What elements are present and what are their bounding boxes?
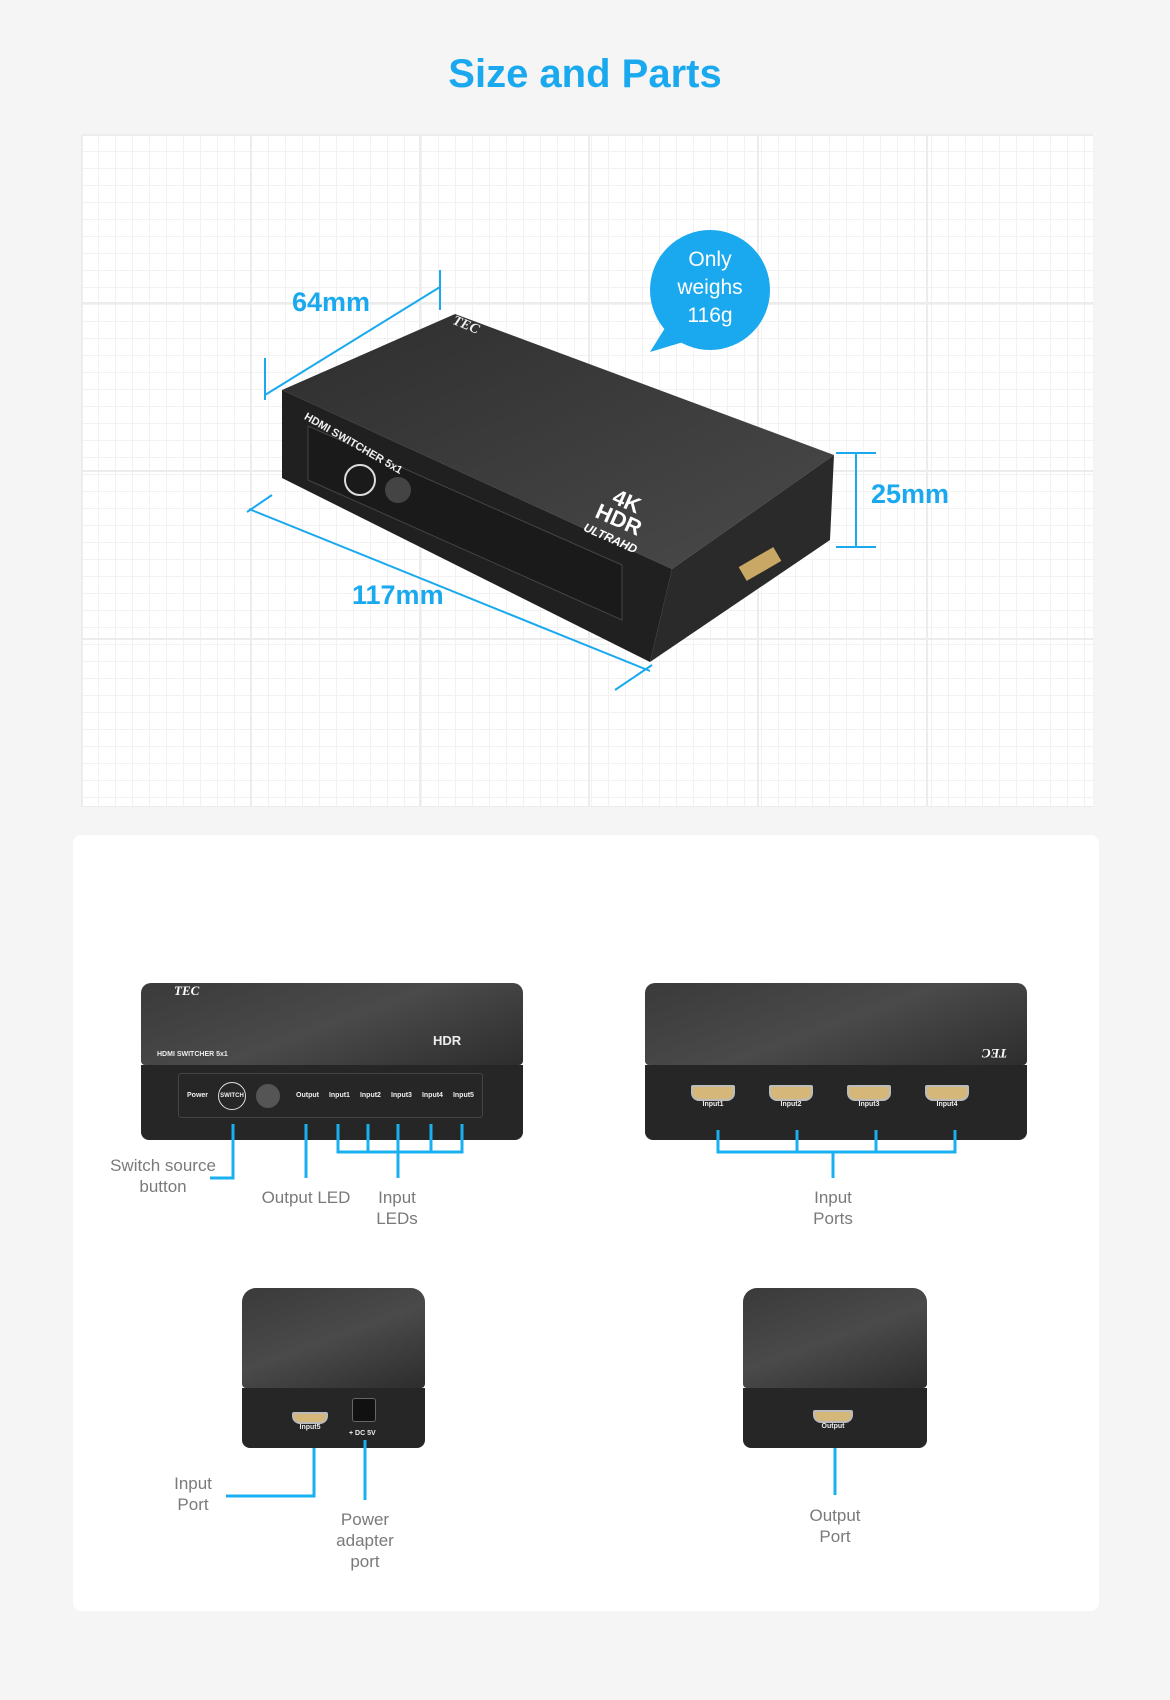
device-side: [650, 455, 834, 662]
back-view-face: Input1 Input2 Input3 Input4: [645, 1065, 1027, 1140]
weight-bubble: [650, 230, 770, 350]
callout-input-ports: Input Ports: [813, 1188, 853, 1228]
hdmi-port-icon: [847, 1085, 891, 1101]
device-3d-illustration: [246, 230, 876, 691]
weight-line-2: weighs: [677, 276, 743, 299]
led-input5: Input5: [452, 1092, 474, 1099]
parts-card: [73, 835, 1099, 1611]
output-view-top: [743, 1288, 927, 1388]
callout-output-led: Output LED: [261, 1188, 351, 1207]
weight-text: Only weighs 116g: [650, 246, 770, 330]
callout-input-leds: Input LEDs: [376, 1188, 418, 1228]
led-input1: Input1: [328, 1092, 350, 1099]
hdr-badge: HDR: [433, 1033, 462, 1048]
callout-input-port: Input Port: [174, 1474, 212, 1514]
led-input2: Input2: [359, 1092, 381, 1099]
hdmi-port-icon: [769, 1085, 813, 1101]
width-label: 64mm: [292, 287, 371, 317]
weight-line-1: Only: [688, 248, 732, 271]
front-panel: Power SWITCH Output Input1 Input2 Input3…: [178, 1073, 483, 1118]
back-ports: Input1 Input2 Input3 Input4: [691, 1085, 969, 1108]
callout-switch-button: Switch source button: [110, 1156, 216, 1196]
hdmi-port-icon: [691, 1085, 735, 1101]
switch-button: [344, 464, 376, 496]
dc-jack: [352, 1398, 376, 1422]
port-input1: Input1: [702, 1101, 724, 1108]
port-output: Output: [821, 1423, 845, 1430]
dimension-lines: [246, 270, 876, 691]
model-label: HDMI SWITCHER 5x1: [157, 1051, 228, 1058]
front-view-top: TEC HDMI SWITCHER 5x1 HDR: [141, 983, 523, 1065]
length-label: 117mm: [352, 580, 444, 610]
back-view-top: TEC: [645, 983, 1027, 1065]
port-input4: Input4: [936, 1101, 958, 1108]
front-view-face: Power SWITCH Output Input1 Input2 Input3…: [141, 1065, 523, 1140]
height-label: 25mm: [871, 479, 950, 509]
led-input3: Input3: [390, 1092, 412, 1099]
hdmi-port-icon: [925, 1085, 969, 1101]
callout-output-port: Output Port: [809, 1506, 861, 1546]
side-view-top: [242, 1288, 425, 1388]
hdmi-port-icon: [292, 1412, 328, 1424]
led-input4: Input4: [421, 1092, 443, 1099]
dc-label: + DC 5V: [349, 1430, 376, 1437]
side-view-face: Input5 + DC 5V: [242, 1388, 425, 1448]
port-input3: Input3: [858, 1101, 880, 1108]
led-output: Output: [296, 1092, 319, 1099]
weight-line-3: 116g: [687, 304, 733, 327]
port-input5: Input5: [299, 1424, 321, 1431]
ir-sensor: [256, 1083, 281, 1108]
port-input2: Input2: [780, 1101, 802, 1108]
output-port: [738, 547, 782, 581]
callout-power-port: Power adapter port: [336, 1510, 394, 1571]
power-label: Power: [187, 1092, 209, 1099]
brand-logo: TEC: [174, 983, 200, 998]
page-title: Size and Parts: [448, 52, 722, 96]
hdmi-port-icon: [813, 1410, 853, 1423]
output-view-face: Output: [743, 1388, 927, 1448]
ir-sensor: [385, 477, 411, 503]
device-top: [282, 314, 834, 569]
switch-button: SWITCH: [218, 1081, 247, 1110]
